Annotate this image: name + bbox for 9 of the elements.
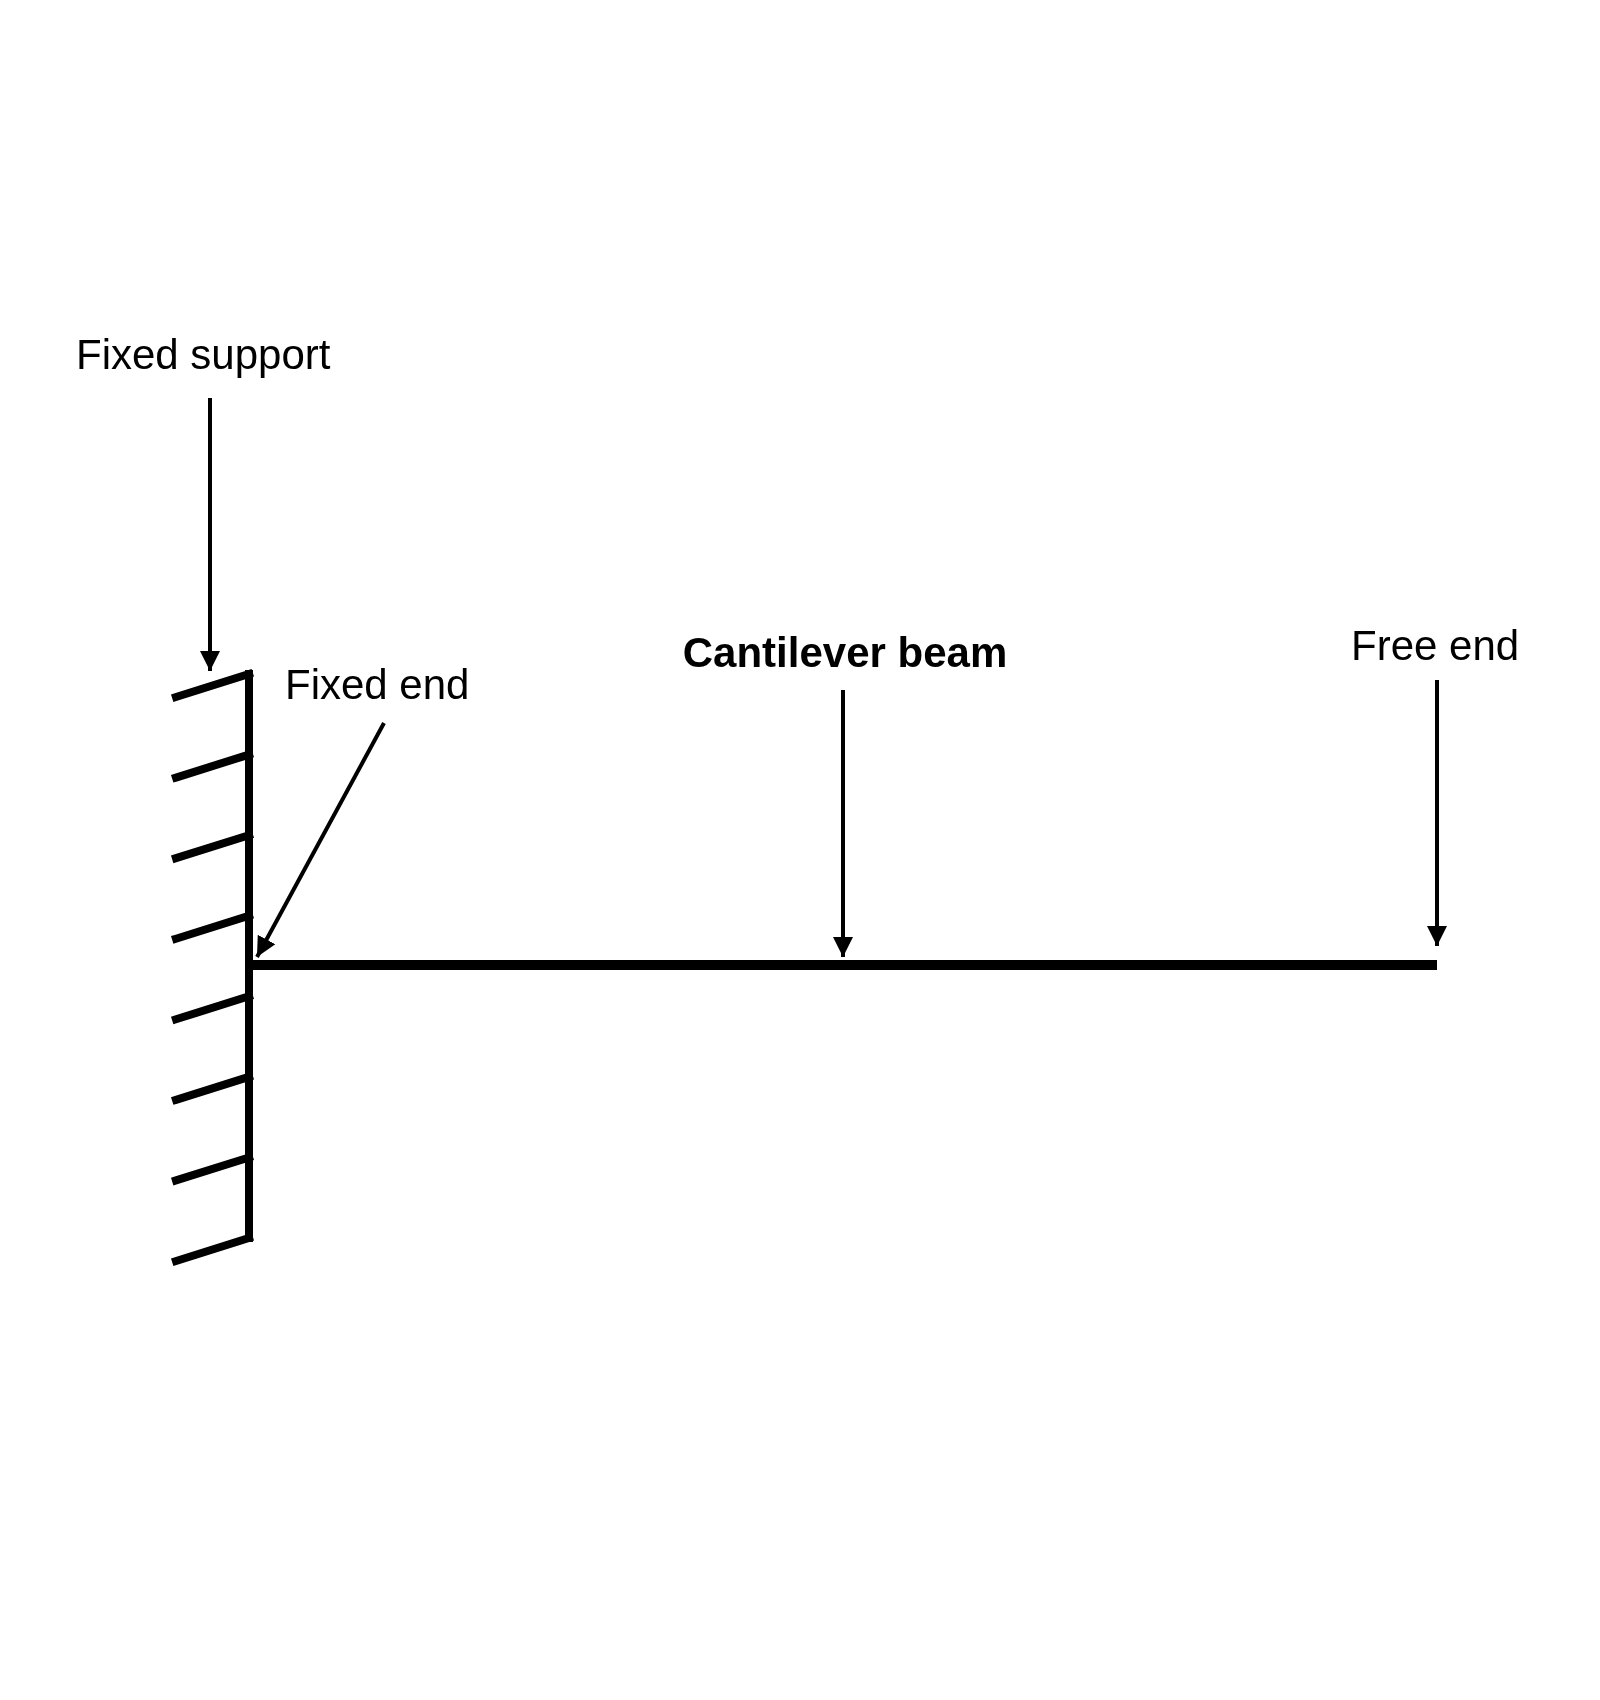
leader-arrow [1427,680,1447,946]
callout-label: Fixed end [285,662,470,709]
callout-label: Fixed support [76,332,331,379]
leader-arrow [255,722,386,958]
callout-label: Free end [1351,623,1520,670]
leader-arrow [200,398,220,671]
fixed-wall-drawing [172,670,253,1265]
callout-label: Cantilever beam [682,630,1008,677]
leader-arrow [833,690,853,957]
